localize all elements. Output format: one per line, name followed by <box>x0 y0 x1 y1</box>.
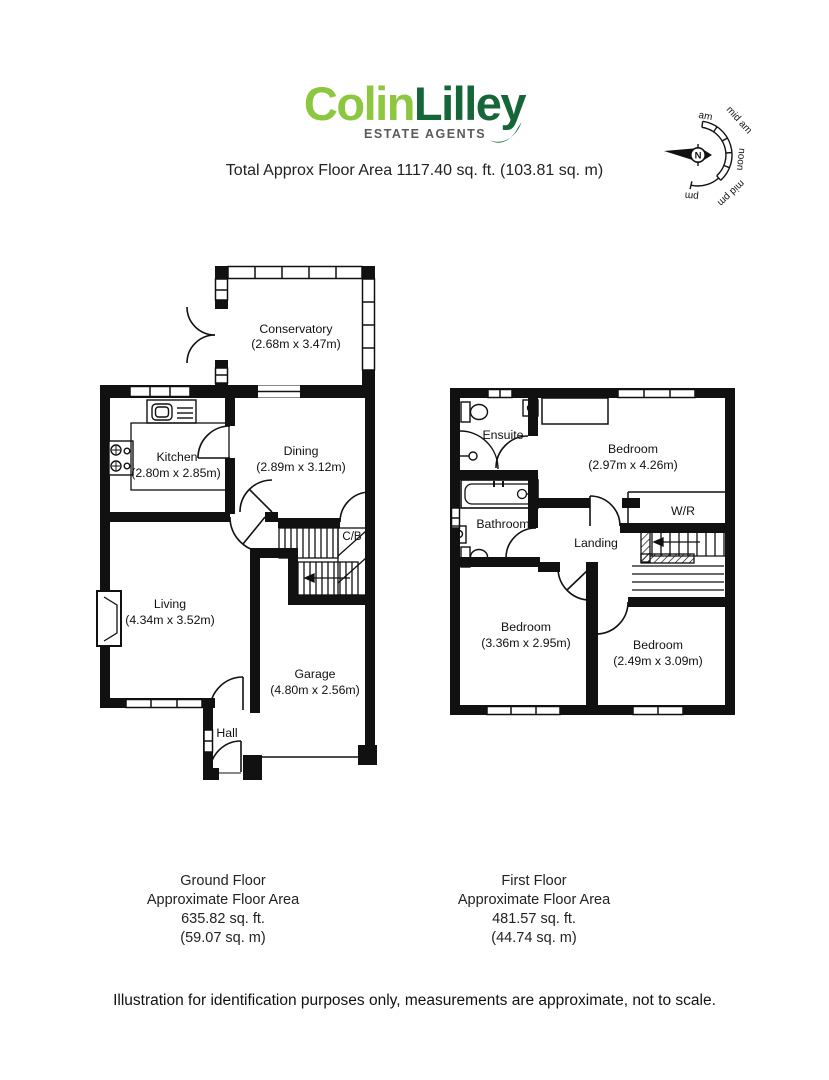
hall-door <box>209 676 244 711</box>
front-door <box>209 740 242 773</box>
bathroom-label: Bathroom <box>476 517 529 531</box>
ground-floor-area-m: (59.07 sq. m) <box>180 930 266 946</box>
bedroom3-label: Bedroom <box>633 638 683 652</box>
wardrobe-label: W/R <box>671 504 695 518</box>
ground-floor-doors <box>186 306 371 774</box>
compass-label-pm: pm <box>684 189 699 201</box>
bathtub-symbol <box>460 479 539 509</box>
first-floor-caption-subtitle: Approximate Floor Area <box>457 892 611 908</box>
stairs-direction-arrow <box>303 572 315 584</box>
first-floor-area-ft: 481.57 sq. ft. <box>492 911 576 927</box>
ensuite-basin-symbol <box>522 399 539 417</box>
conservatory-dims: (2.68m x 3.47m) <box>251 337 341 351</box>
first-floor-labels: Ensuite Bedroom (2.97m x 4.26m) Bathroom… <box>476 428 702 668</box>
agency-logo-wordmark: ColinLilley <box>303 77 527 130</box>
compass-north-label: N <box>695 151 702 162</box>
wardrobe-partition <box>627 491 725 523</box>
kitchen-label: Kitchen <box>156 450 197 464</box>
conservatory-opening <box>258 385 300 398</box>
window-mullions <box>149 266 375 742</box>
agency-logo-inner: ColinLilley ESTATE AGENTS <box>303 77 527 146</box>
first-floor-caption: First Floor Approximate Floor Area 481.5… <box>414 872 654 948</box>
logo-word-lilley: Lilley <box>413 77 527 130</box>
conservatory-label: Conservatory <box>259 322 333 336</box>
living-label: Living <box>154 597 186 611</box>
bedroom3-dims: (2.49m x 3.09m) <box>613 654 703 668</box>
bedroom1-door <box>589 495 621 527</box>
compass-arc-band <box>689 120 733 190</box>
tagline-text: ESTATE AGENTS <box>364 127 487 141</box>
disclaimer-text: Illustration for identification purposes… <box>113 992 716 1009</box>
landing-label: Landing <box>574 536 618 550</box>
bathroom-basin-symbol <box>450 525 467 544</box>
garage-label: Garage <box>294 667 335 681</box>
cupboard-label: C/B <box>342 531 362 543</box>
bedroom2-label: Bedroom <box>501 620 551 634</box>
conservatory-french-door <box>186 334 216 364</box>
compass-label-noon: noon <box>734 148 747 171</box>
agency-logo: ColinLilley ESTATE AGENTS <box>0 80 829 146</box>
ground-floor-area-ft: 635.82 sq. ft. <box>181 911 265 927</box>
bedroom1-dims: (2.97m x 4.26m) <box>588 458 678 472</box>
compass-label-mid-am: mid am <box>724 104 754 136</box>
garage-dims: (4.80m x 2.56m) <box>270 683 360 697</box>
compass-sun-dial: N am mid am noon mid pm pm <box>664 104 754 208</box>
logo-swoosh-icon <box>490 122 522 143</box>
bedroom2-dims: (3.36m x 2.95m) <box>481 636 571 650</box>
ensuite-door <box>495 435 529 469</box>
agency-logo-tagline: ESTATE AGENTS <box>304 122 523 146</box>
hob-symbol <box>108 440 134 476</box>
first-floor-walls <box>450 388 735 715</box>
cupboard-door <box>339 491 371 523</box>
kitchen-sink-symbol <box>146 399 197 424</box>
bedroom3-door <box>595 601 629 635</box>
ground-floor-caption-title: Ground Floor <box>180 873 266 889</box>
living-dims: (4.34m x 3.52m) <box>125 613 215 627</box>
ensuite-label: Ensuite <box>482 428 523 442</box>
first-floor-window-mullions <box>451 389 671 715</box>
first-floor-caption-title: First Floor <box>501 873 567 889</box>
kitchen-door <box>197 425 231 459</box>
first-floor-area-m: (44.74 sq. m) <box>491 930 577 946</box>
bathroom-toilet-symbol <box>460 546 489 568</box>
hall-label: Hall <box>216 726 237 740</box>
conservatory-french-door <box>186 306 216 336</box>
first-floor-plan: Ensuite Bedroom (2.97m x 4.26m) Bathroom… <box>450 388 735 716</box>
bedroom-closet <box>541 397 609 425</box>
compass-north-arrow: N <box>664 144 712 166</box>
compass-label-mid-pm: mid pm <box>715 178 746 208</box>
ground-floor-caption: Ground Floor Approximate Floor Area 635.… <box>103 872 343 948</box>
bedroom1-label: Bedroom <box>608 442 658 456</box>
kitchen-counter <box>130 422 230 491</box>
bathroom-door <box>505 527 537 559</box>
dining-dims: (2.89m x 3.12m) <box>256 460 346 474</box>
shower-symbol <box>459 430 499 470</box>
dining-label: Dining <box>284 444 319 458</box>
ground-floor-plan: Conservatory (2.68m x 3.47m) Kitchen (2.… <box>96 265 377 780</box>
logo-word-colin: Colin <box>303 77 415 130</box>
ensuite-toilet-symbol <box>460 401 489 423</box>
bedroom2-door <box>557 567 591 601</box>
total-floor-area-title: Total Approx Floor Area 1117.40 sq. ft. … <box>225 162 604 179</box>
fireplace-recess <box>96 590 122 647</box>
first-floor-doors <box>495 435 629 635</box>
ground-floor-stairs <box>278 527 367 596</box>
living-door <box>229 516 266 553</box>
first-floor-stairs <box>632 527 725 591</box>
ground-floor-labels: Conservatory (2.68m x 3.47m) Kitchen (2.… <box>125 322 362 740</box>
dining-door <box>239 479 273 513</box>
stairs-direction-arrow <box>652 536 664 548</box>
kitchen-dims: (2.80m x 2.85m) <box>131 466 221 480</box>
compass-label-am: am <box>698 110 714 123</box>
ground-floor-caption-subtitle: Approximate Floor Area <box>146 892 300 908</box>
